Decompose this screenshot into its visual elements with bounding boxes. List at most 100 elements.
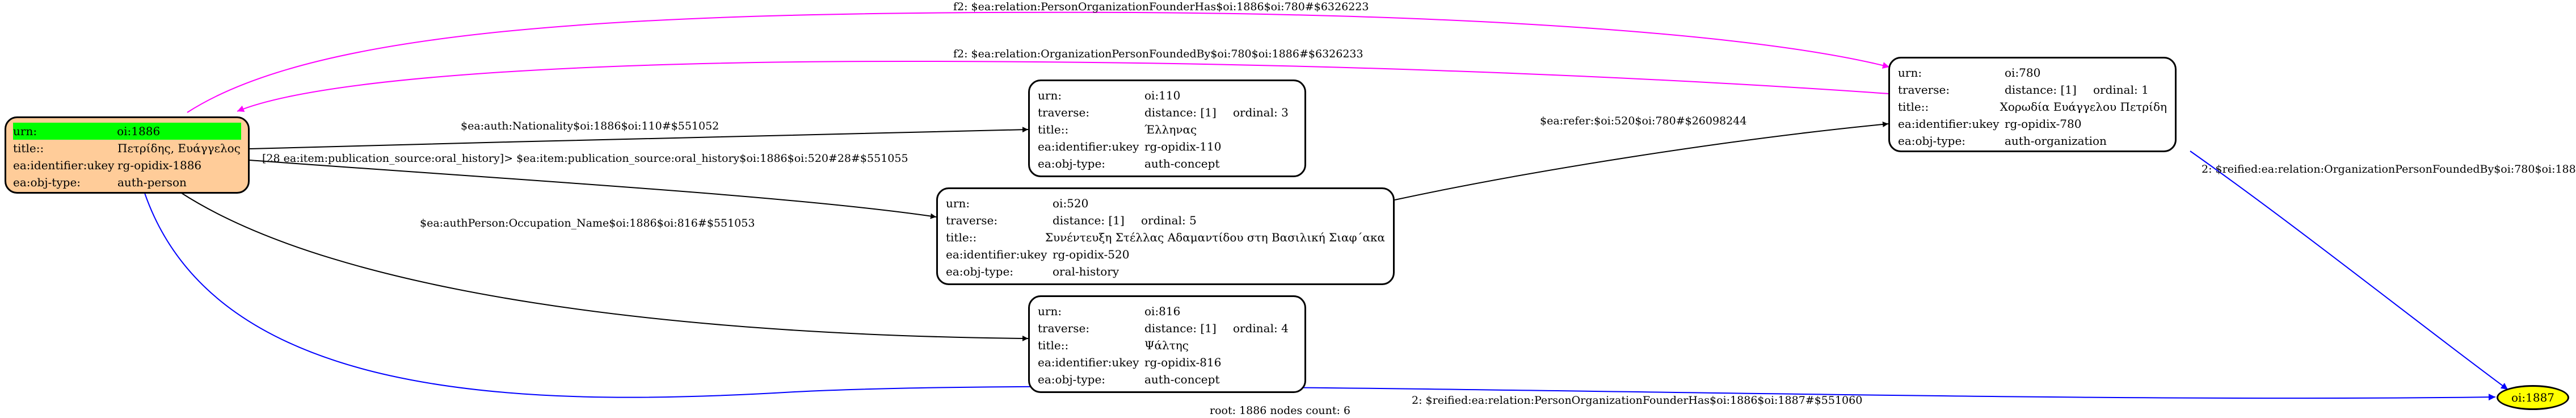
row-key: ea:obj-type: <box>1898 134 1966 148</box>
node-row-objtype: ea:obj-type: auth-concept <box>1038 155 1297 172</box>
node-oi-110[interactable]: urn: oi:110 traverse: distance: [1] ordi… <box>1028 80 1306 177</box>
row-key: traverse: <box>1038 106 1090 119</box>
row-key: ea:identifier:ukey <box>946 248 1047 261</box>
row-key: title:: <box>1038 338 1069 352</box>
node-row-urn: urn: oi:520 <box>946 195 1385 212</box>
node-row-objtype: ea:obj-type: auth-concept <box>1038 371 1297 388</box>
node-row-objtype: ea:obj-type: oral-history <box>946 263 1385 280</box>
node-row-traverse: traverse: distance: [1] ordinal: 5 <box>946 212 1385 229</box>
row-key: urn: <box>946 197 970 210</box>
row-key: ea:obj-type: <box>1038 373 1106 386</box>
row-value: oi:520 <box>1053 197 1089 210</box>
node-row-traverse: traverse: distance: [1] ordinal: 4 <box>1038 320 1297 337</box>
edge-refer <box>1394 121 1889 200</box>
row-value: oral-history <box>1053 265 1119 278</box>
node-row-title: title:: Έλληνας <box>1038 121 1297 138</box>
row-value: rg-opidix-110 <box>1144 140 1222 153</box>
node-oi-1887[interactable]: oi:1887 <box>2497 385 2569 410</box>
row-key: ea:identifier:ukey <box>1898 117 2000 131</box>
node-row-title: title:: Συνέντευξη Στέλλας Αδαμαντίδου σ… <box>946 229 1385 246</box>
node-oi-1886[interactable]: urn: oi:1886 title:: Πετρίδης, Ευάγγελος… <box>5 116 250 194</box>
edge-label-occupation: $ea:authPerson:Occupation_Name$oi:1886$o… <box>420 217 755 229</box>
node-row-ukey: ea:identifier:ukey rg-opidix-520 <box>946 246 1385 263</box>
row-key: ea:identifier:ukey <box>13 158 115 172</box>
node-label: oi:1887 <box>2511 391 2555 404</box>
node-row-title: title:: Ψάλτης <box>1038 337 1297 354</box>
node-row-objtype: ea:obj-type: auth-organization <box>1898 132 2167 149</box>
row-value: auth-person <box>117 175 187 189</box>
row-value: Πετρίδης, Ευάγγελος <box>117 141 241 155</box>
graph-footer: root: 1886 nodes count: 6 <box>1210 404 1351 417</box>
edge-label-refer: $ea:refer:$oi:520$oi:780#$26098244 <box>1540 115 1747 127</box>
node-row-title: title:: Πετρίδης, Ευάγγελος <box>13 140 241 157</box>
row-value: auth-organization <box>2005 134 2107 148</box>
node-row-ukey: ea:identifier:ukey rg-opidix-816 <box>1038 354 1297 371</box>
row-value-ordinal: ordinal: 3 <box>1233 106 1289 119</box>
row-value-ordinal: ordinal: 1 <box>2093 83 2149 97</box>
edge-label-reified-founder-has: 2: $reified:ea:relation:PersonOrganizati… <box>1412 394 1863 407</box>
row-value: rg-opidix-520 <box>1053 248 1130 261</box>
node-row-objtype: ea:obj-type: auth-person <box>13 174 241 191</box>
node-row-urn: urn: oi:816 <box>1038 303 1297 320</box>
edge-label-founded-by: f2: $ea:relation:OrganizationPersonFound… <box>953 48 1363 60</box>
row-key: traverse: <box>1898 83 1950 97</box>
node-oi-816[interactable]: urn: oi:816 traverse: distance: [1] ordi… <box>1028 295 1306 393</box>
row-value: distance: [1] <box>1053 214 1125 227</box>
row-key: title:: <box>13 141 44 155</box>
row-key: title:: <box>946 231 977 244</box>
node-row-ukey: ea:identifier:ukey rg-opidix-780 <box>1898 115 2167 132</box>
edge-founder-has <box>187 11 1890 113</box>
row-key: urn: <box>1038 89 1062 102</box>
row-key: title:: <box>1038 123 1069 136</box>
row-value-ordinal: ordinal: 5 <box>1141 214 1197 227</box>
row-key: ea:obj-type: <box>946 265 1014 278</box>
node-row-urn: urn: oi:1886 <box>13 123 241 140</box>
node-row-traverse: traverse: distance: [1] ordinal: 1 <box>1898 81 2167 98</box>
row-value: rg-opidix-780 <box>2005 117 2082 131</box>
row-key: ea:obj-type: <box>13 175 81 189</box>
row-value: rg-opidix-1886 <box>117 158 202 172</box>
row-key: urn: <box>1898 66 1922 80</box>
edge-label-reified-founded-by: 2: $reified:ea:relation:OrganizationPers… <box>2202 163 2576 175</box>
row-key: urn: <box>1038 304 1062 318</box>
row-value: distance: [1] <box>2005 83 2077 97</box>
node-row-traverse: traverse: distance: [1] ordinal: 3 <box>1038 104 1297 121</box>
edge-label-founder-has: f2: $ea:relation:PersonOrganizationFound… <box>953 1 1369 13</box>
edge-reified-founded-by <box>2190 151 2508 390</box>
node-row-urn: urn: oi:110 <box>1038 87 1297 104</box>
node-row-ukey: ea:identifier:ukey rg-opidix-1886 <box>13 157 241 174</box>
edge-nationality <box>249 127 1029 149</box>
row-value: oi:816 <box>1144 304 1181 318</box>
row-key: traverse: <box>1038 321 1090 335</box>
edge-label-oral-history: [28 ea:item:publication_source:oral_hist… <box>262 152 908 165</box>
row-value: auth-concept <box>1144 157 1220 170</box>
row-key: ea:identifier:ukey <box>1038 140 1139 153</box>
row-key: traverse: <box>946 214 998 227</box>
row-value: rg-opidix-816 <box>1144 356 1222 369</box>
row-key: urn: <box>13 123 117 140</box>
edge-occupation <box>181 193 1029 341</box>
row-value: auth-concept <box>1144 373 1220 386</box>
row-value: Χορωδία Ευάγγελου Πετρίδη <box>2000 100 2167 114</box>
row-value: Συνέντευξη Στέλλας Αδαμαντίδου στη Βασιλ… <box>1045 231 1385 244</box>
node-oi-780[interactable]: urn: oi:780 traverse: distance: [1] ordi… <box>1888 57 2177 152</box>
edge-founded-by <box>237 60 1890 112</box>
row-value: Ψάλτης <box>1144 338 1189 352</box>
node-row-title: title:: Χορωδία Ευάγγελου Πετρίδη <box>1898 98 2167 115</box>
row-value: Έλληνας <box>1144 123 1197 136</box>
row-key: ea:obj-type: <box>1038 157 1106 170</box>
row-value: oi:110 <box>1144 89 1181 102</box>
node-row-urn: urn: oi:780 <box>1898 64 2167 81</box>
node-row-ukey: ea:identifier:ukey rg-opidix-110 <box>1038 138 1297 155</box>
row-value: distance: [1] <box>1144 321 1217 335</box>
row-value: oi:780 <box>2005 66 2041 80</box>
row-key: ea:identifier:ukey <box>1038 356 1139 369</box>
node-oi-520[interactable]: urn: oi:520 traverse: distance: [1] ordi… <box>936 187 1395 285</box>
edge-label-nationality: $ea:auth:Nationality$oi:1886$oi:110#$551… <box>461 120 719 132</box>
edge-reified-founder-has <box>144 193 2496 401</box>
edge-oral-history <box>249 160 937 219</box>
row-value: oi:1886 <box>117 123 241 140</box>
row-key: title:: <box>1898 100 1929 114</box>
row-value: distance: [1] <box>1144 106 1217 119</box>
row-value-ordinal: ordinal: 4 <box>1233 321 1289 335</box>
